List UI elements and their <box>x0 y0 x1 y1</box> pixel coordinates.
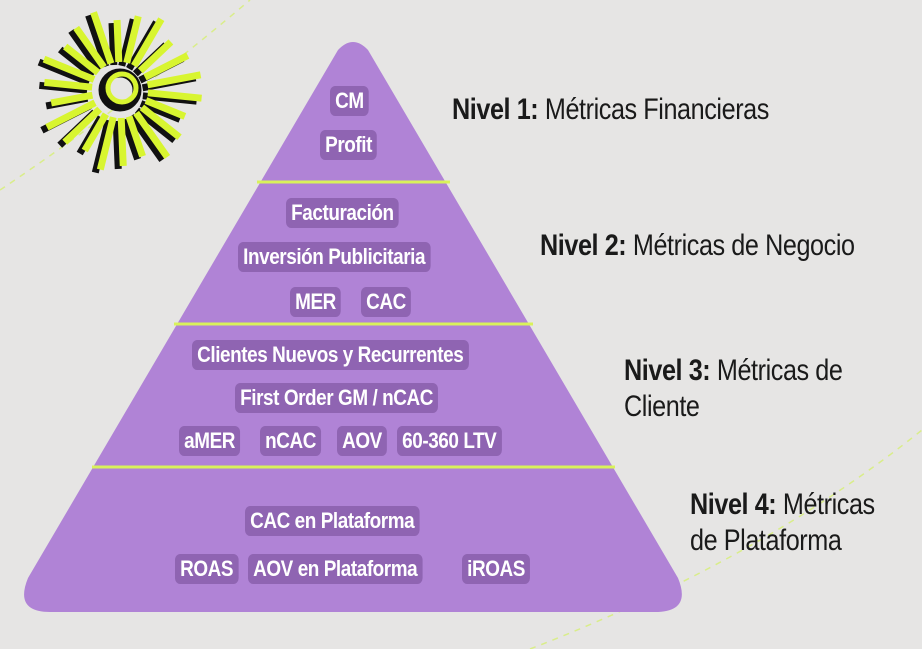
sunburst-ray <box>139 104 182 141</box>
chip-clientes-nuevos-recurrentes: Clientes Nuevos y Recurrentes <box>192 340 469 370</box>
chip-cac-en-plataforma: CAC en Plataforma <box>245 506 420 536</box>
chip-amer: aMER <box>179 426 241 456</box>
chip-roas: ROAS <box>175 554 239 584</box>
level-4-label-line1: Nivel 4: Métricas <box>690 487 875 523</box>
sunburst-ray <box>117 117 127 167</box>
level-1-label-bold: Nivel 1: <box>452 93 539 126</box>
sunburst-ray <box>143 52 190 81</box>
sunburst-ray <box>112 120 122 170</box>
sunburst-ray <box>118 18 137 67</box>
level-1-label: Nivel 1: Métricas Financieras <box>452 92 769 128</box>
sunburst-ray <box>58 46 96 79</box>
chip-profit: Profit <box>320 130 378 160</box>
sunburst-ray <box>108 22 118 66</box>
chip-iroas: iROAS <box>462 554 531 584</box>
sunburst-ray <box>50 91 94 107</box>
sunburst-ray <box>120 118 141 161</box>
level-1-label-text: Métricas Financieras <box>544 93 770 126</box>
sunburst-ray <box>81 112 109 153</box>
sunburst-ray <box>42 55 96 83</box>
sunburst-ray <box>134 107 177 144</box>
sunburst-ray <box>139 100 182 123</box>
level-4-label-bold: Nivel 4: <box>690 488 777 521</box>
level-3-label: Nivel 3: Métricas de Cliente <box>624 353 843 425</box>
level-3-label-bold: Nivel 3: <box>624 354 711 387</box>
sunburst-ray <box>131 17 165 68</box>
chip-cm: CM <box>330 86 369 116</box>
sunburst-ray <box>45 99 97 131</box>
sunburst-ray <box>133 110 171 160</box>
chip-aov-en-plataforma: AOV en Plataforma <box>248 554 423 584</box>
chip-60-360-ltv: 60-360 LTV <box>397 426 502 456</box>
decorative-dashed-line-top <box>0 0 251 191</box>
chip-mer: MER <box>290 287 342 317</box>
chip-cac: CAC <box>361 287 412 317</box>
sunburst-ray <box>144 97 187 120</box>
level-2-label-bold: Nivel 2: <box>540 229 627 262</box>
sunburst-ray <box>63 43 101 76</box>
sunburst-ray <box>62 106 103 145</box>
sunburst-ray <box>44 78 93 91</box>
level-2-label: Nivel 2: Métricas de Negocio <box>540 228 855 264</box>
pyramid-shape <box>24 42 682 612</box>
sunburst-ray <box>146 71 202 89</box>
chip-facturacion: Facturación <box>286 198 399 228</box>
level-4-label: Nivel 4: Métricas de Plataforma <box>690 487 875 559</box>
sunburst-ray <box>90 11 115 65</box>
level-3-label-text-1: Métricas de <box>716 354 843 387</box>
chip-aov: AOV <box>337 426 388 456</box>
sunburst-ray <box>73 25 107 70</box>
level-3-label-line1: Nivel 3: Métricas de <box>624 353 843 389</box>
level-3-label-text-2: Cliente <box>624 390 700 423</box>
level-4-label-text-2: de Plataforma <box>690 524 842 557</box>
sunburst-inner-ring <box>105 71 139 105</box>
level-2-label-text: Métricas de Negocio <box>632 229 855 262</box>
level-4-label-text-1: Métricas <box>782 488 875 521</box>
sunburst-ray <box>125 115 146 158</box>
chip-ncac: nCAC <box>260 426 322 456</box>
sunburst-ray <box>113 19 123 63</box>
sunburst-ray <box>37 58 91 86</box>
sunburst-ray <box>128 113 166 163</box>
sunburst-ray <box>147 89 202 102</box>
chip-first-order-gm-ncac: First Order GM / nCAC <box>235 383 439 413</box>
sunburst-ray <box>123 15 142 64</box>
sunburst-logo-icon <box>37 11 202 174</box>
sunburst-ray <box>85 14 110 68</box>
sunburst-ray <box>96 116 117 171</box>
chip-inversion-publicitaria: Inversión Publicitaria <box>238 242 431 272</box>
sunburst-ray <box>137 39 174 74</box>
sunburst-ray <box>68 28 102 73</box>
sunburst-ray <box>91 119 112 174</box>
